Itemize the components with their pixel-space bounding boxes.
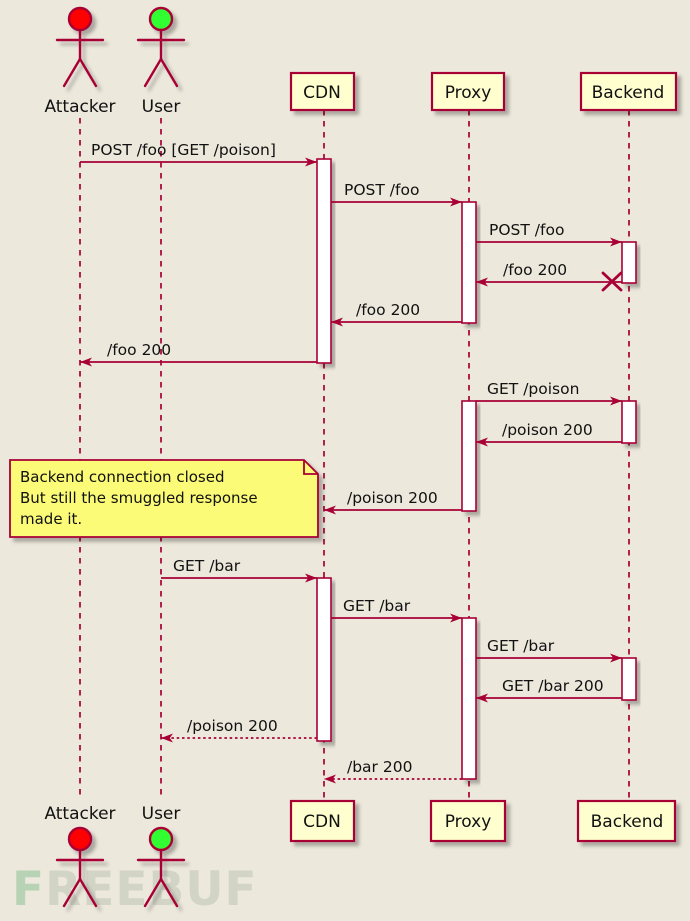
message-14-label: /bar 200 [347,758,412,776]
participant-proxy-label-bottom: Proxy [445,812,492,832]
actor-user-label-bottom: User [142,804,181,824]
message-1-label: POST /foo [344,181,419,199]
attacker-stick-figure-icon-bottom [55,826,105,908]
message-10-label: GET /bar [343,597,411,615]
participant-proxy-label-top: Proxy [445,83,492,103]
participant-proxy-bottom: Proxy [429,799,507,843]
note: Backend connection closed But still the … [9,459,319,538]
participant-cdn-bottom: CDN [289,799,356,843]
actor-user-top: User [136,6,186,117]
actor-attacker-label-bottom: Attacker [44,804,115,824]
message-9: GET /bar [161,557,317,583]
message-1: POST /foo [331,181,462,207]
activation-cdn-1 [316,158,332,364]
message-7: /poison 200 [476,421,622,447]
note-fold-icon [303,460,318,475]
participant-backend-label-bottom: Backend [591,812,664,832]
participant-cdn-top: CDN [289,71,356,112]
participant-backend-bottom: Backend [576,799,677,843]
message-9-label: GET /bar [173,557,241,575]
message-5: /foo 200 [80,341,317,367]
note-shape [9,459,319,538]
activation-backend-3 [621,657,637,701]
message-7-label: /poison 200 [502,421,593,439]
activation-backend-1 [621,241,637,284]
message-2-label: POST /foo [489,221,564,239]
participant-proxy-top: Proxy [430,71,506,112]
note-line-3: made it. [20,510,82,528]
actor-attacker-top: Attacker [44,6,116,117]
message-5-label: /foo 200 [107,341,171,359]
message-2: POST /foo [476,221,622,247]
actor-user-bottom: User [136,804,186,908]
message-6: GET /poison [476,380,622,406]
message-4-label: /foo 200 [356,301,420,319]
activation-proxy-3 [461,617,477,780]
actor-user-label-top: User [142,97,181,117]
message-8: /poison 200 [324,489,462,515]
note-line-1: Backend connection closed [20,468,224,486]
user-stick-figure-icon [136,6,186,88]
activation-cdn-2 [316,577,332,742]
note-line-2: But still the smuggled response [20,489,258,507]
message-3-label: /foo 200 [503,261,567,279]
message-13: /poison 200 [161,717,317,743]
message-0: POST /foo [GET /poison] [80,141,317,167]
message-4: /foo 200 [331,301,462,327]
message-0-label: POST /foo [GET /poison] [91,141,276,159]
connection-destroyed-x-icon [601,271,623,292]
participant-cdn-label-top: CDN [303,83,341,103]
activation-proxy-2 [461,400,477,512]
participant-cdn-label-bottom: CDN [303,812,341,832]
message-13-label: /poison 200 [187,717,278,735]
activation-proxy-1 [461,201,477,324]
message-3: /foo 200 [476,261,623,292]
message-10: GET /bar [331,597,462,623]
message-6-label: GET /poison [487,380,579,398]
actor-attacker-bottom: Attacker [44,804,116,908]
message-11-label: GET /bar [487,637,555,655]
actor-attacker-label-top: Attacker [44,97,115,117]
attacker-stick-figure-icon [55,6,105,88]
message-12: GET /bar 200 [476,677,622,703]
user-stick-figure-icon-bottom [136,826,186,908]
message-14: /bar 200 [324,758,462,784]
participant-backend-top: Backend [579,71,678,112]
activation-backend-2 [621,400,637,444]
message-8-label: /poison 200 [347,489,438,507]
message-11: GET /bar [476,637,622,663]
participant-backend-label-top: Backend [592,83,665,103]
message-12-label: GET /bar 200 [502,677,604,695]
